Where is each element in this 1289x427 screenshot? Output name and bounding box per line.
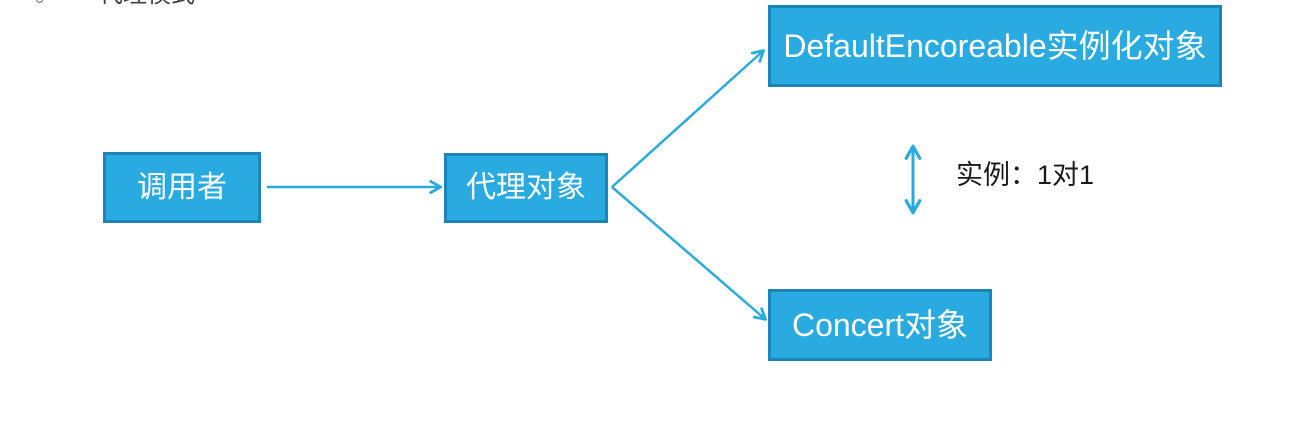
arrow-proxy-to-default bbox=[611, 49, 765, 188]
box-concert-object: Concert对象 bbox=[768, 289, 992, 361]
box-default-encoreable-instance-label: DefaultEncoreable实例化对象 bbox=[783, 28, 1207, 64]
instance-ratio-annotation: 实例：1对1 bbox=[956, 160, 1095, 190]
box-proxy-object: 代理对象 bbox=[444, 153, 608, 223]
box-concert-object-label: Concert对象 bbox=[791, 307, 969, 343]
box-proxy-object-label: 代理对象 bbox=[466, 171, 586, 204]
arrow-proxy-to-concert bbox=[611, 186, 767, 321]
box-caller: 调用者 bbox=[103, 152, 261, 223]
box-default-encoreable-instance: DefaultEncoreable实例化对象 bbox=[768, 5, 1222, 87]
clipped-heading: 代理模式 bbox=[99, 0, 195, 7]
box-caller-label: 调用者 bbox=[137, 170, 227, 204]
